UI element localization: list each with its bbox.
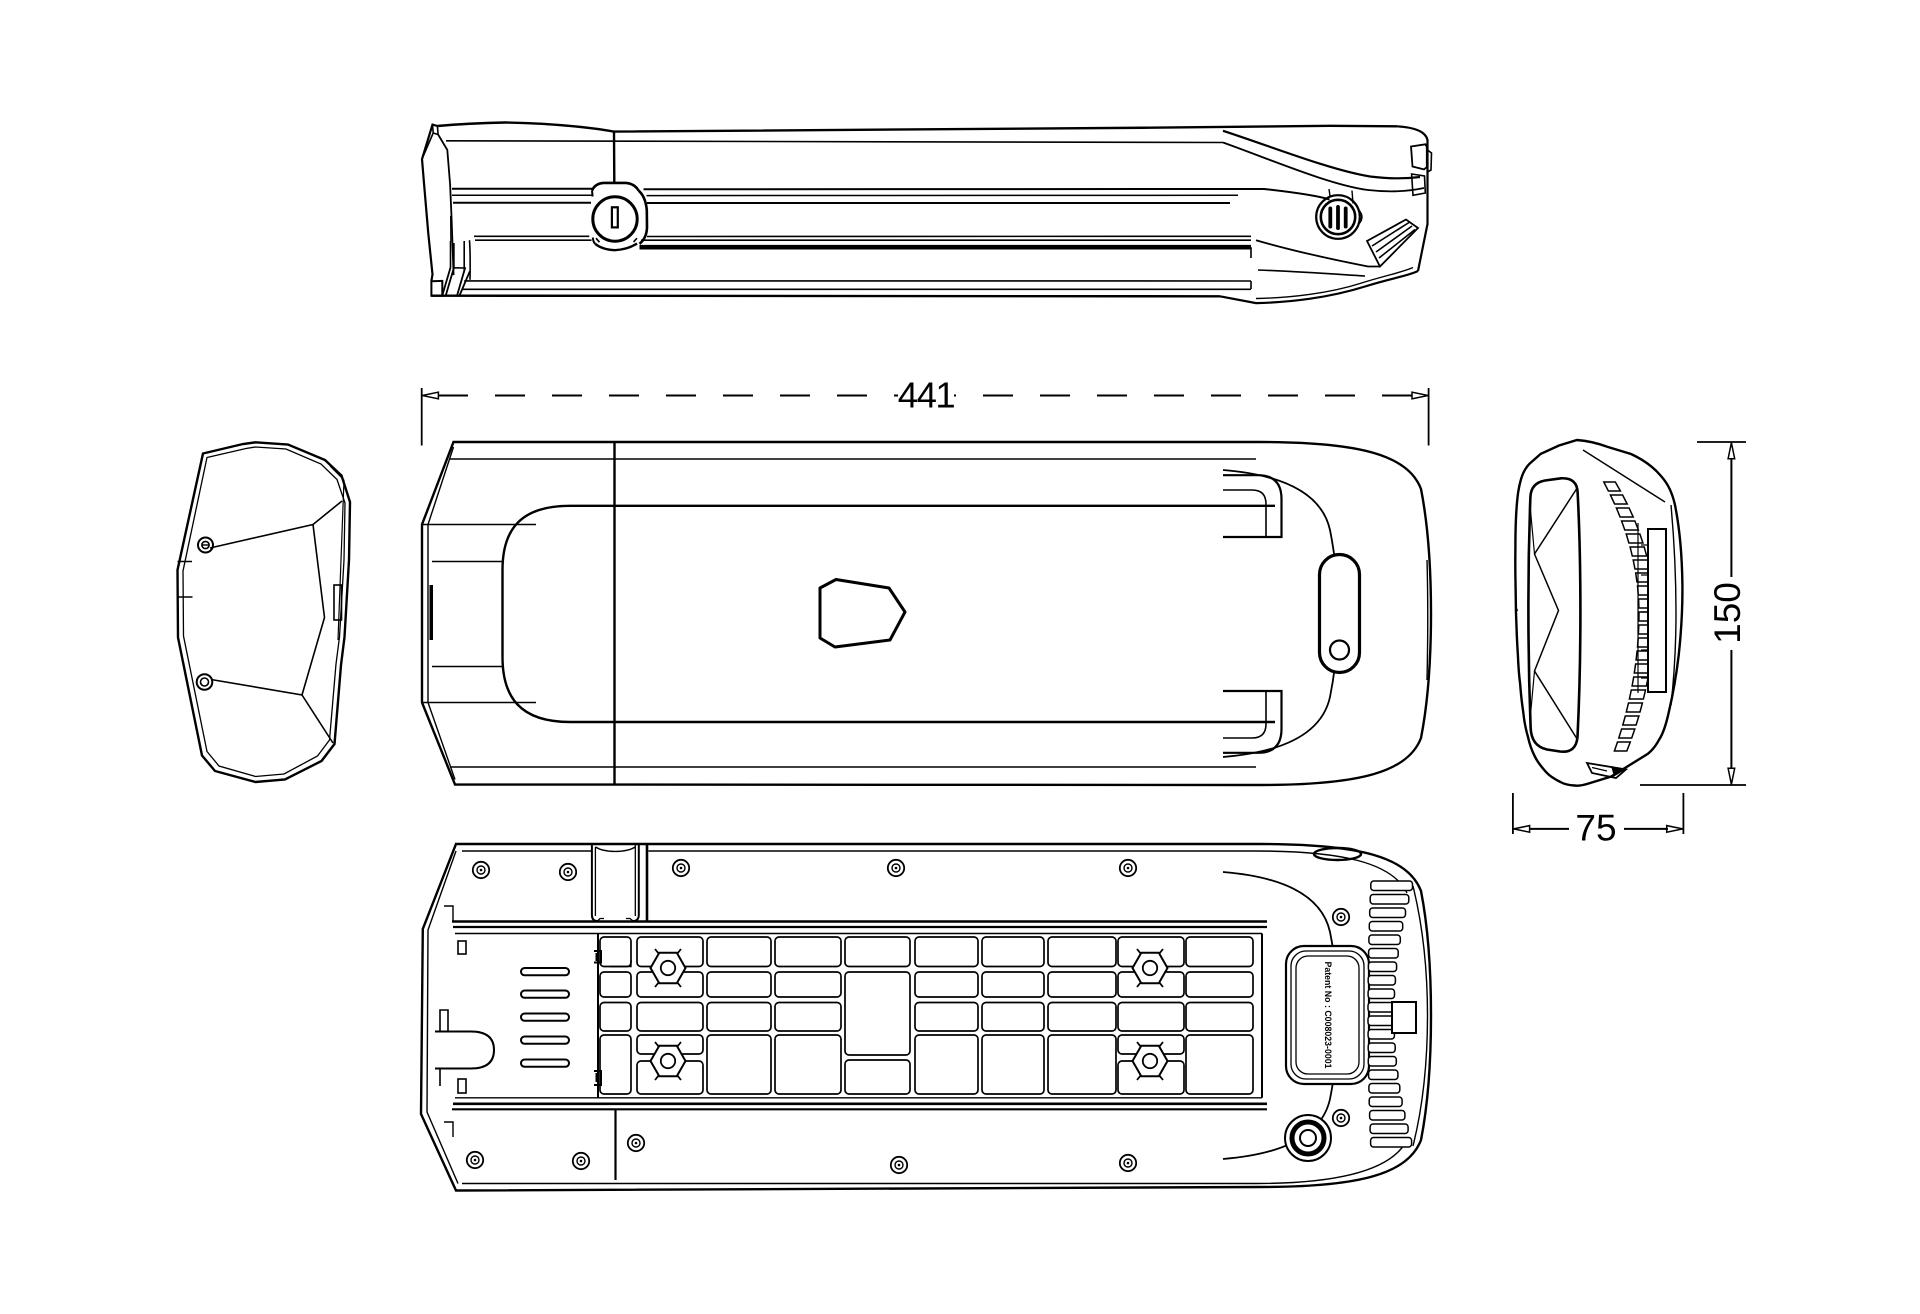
svg-text:441: 441: [898, 375, 955, 416]
svg-text:Patent No : C008023-0001: Patent No : C008023-0001: [1323, 961, 1333, 1068]
svg-text:150: 150: [1707, 582, 1748, 644]
svg-text:75: 75: [1575, 808, 1616, 849]
